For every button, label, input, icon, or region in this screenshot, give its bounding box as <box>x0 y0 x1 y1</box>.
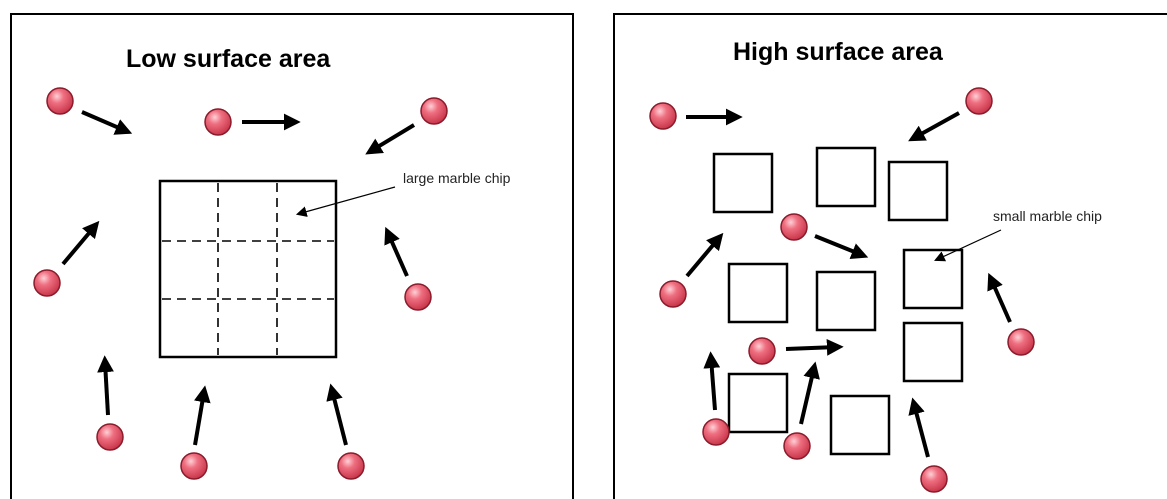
right-particle-6 <box>748 337 844 365</box>
small-chip-5 <box>815 270 877 332</box>
right-particle-3 <box>780 213 869 260</box>
right-particle-2 <box>908 87 993 142</box>
left-particle-6 <box>96 355 124 451</box>
left-particle-5 <box>384 226 432 311</box>
small-chip-4 <box>727 262 789 324</box>
small-chip-2 <box>815 146 877 208</box>
right-particle-8 <box>783 361 820 460</box>
right-particle-1 <box>649 102 743 130</box>
large-chip-callout-arrow <box>295 186 396 217</box>
left-particle-3 <box>365 97 448 155</box>
small-chip-label: small marble chip <box>993 208 1102 224</box>
left-panel-frame <box>10 13 574 499</box>
small-chip-callout-arrow <box>934 229 1002 262</box>
small-chip-1 <box>712 152 774 214</box>
left-panel-title: Low surface area <box>126 45 331 73</box>
right-panel <box>613 13 1167 499</box>
left-particle-2 <box>204 108 301 136</box>
small-chip-9 <box>829 394 891 456</box>
small-chip-6 <box>902 248 964 310</box>
right-particle-7 <box>702 351 730 446</box>
right-panel-title: High surface area <box>733 38 943 66</box>
left-particle-8 <box>326 383 365 480</box>
small-chip-3 <box>887 160 949 222</box>
right-particle-4 <box>659 232 724 308</box>
left-particle-7 <box>180 385 211 480</box>
left-particle-4 <box>33 220 100 297</box>
large-marble-chip <box>158 179 338 359</box>
right-particle-5 <box>987 272 1035 356</box>
small-chip-8 <box>727 372 789 434</box>
small-chip-7 <box>902 321 964 383</box>
right-panel-frame <box>613 13 1167 499</box>
right-particle-9 <box>908 397 948 493</box>
left-particle-1 <box>46 87 133 135</box>
small-marble-chips <box>712 146 964 456</box>
left-panel <box>10 13 574 499</box>
large-chip-label: large marble chip <box>403 170 511 186</box>
